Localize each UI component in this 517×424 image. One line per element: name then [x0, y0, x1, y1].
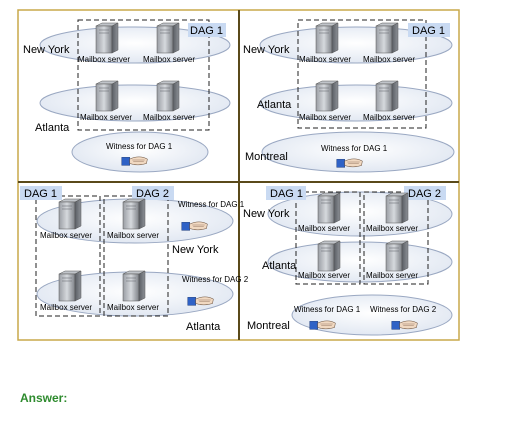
witness-label: Witness for DAG 2 [370, 305, 437, 314]
site-label: Atlanta [262, 260, 297, 272]
server-label: Mailbox server [298, 224, 350, 233]
mailbox-server-icon [315, 80, 339, 112]
server-label: Mailbox server [366, 271, 418, 280]
site-label: New York [243, 208, 290, 220]
witness-icon [187, 296, 214, 306]
dag-label-bg [404, 186, 446, 200]
server-label: Mailbox server [299, 113, 351, 122]
server-label: Mailbox server [40, 231, 92, 240]
server-label: Mailbox server [143, 113, 195, 122]
dag-label: DAG 2 [408, 188, 441, 200]
site-label: Atlanta [257, 99, 292, 111]
site-label: Atlanta [186, 321, 221, 333]
answer-label: Answer: [20, 391, 68, 405]
site-ellipse [259, 26, 453, 64]
server-label: Mailbox server [363, 55, 415, 64]
witness-icon [121, 156, 148, 166]
mailbox-server-icon [156, 80, 180, 112]
server-label: Mailbox server [363, 113, 415, 122]
dag-label: DAG 1 [190, 25, 223, 37]
witness-icon [181, 221, 208, 231]
dag-boundary [35, 195, 101, 317]
mailbox-server-icon [58, 198, 82, 230]
mailbox-server-icon [156, 22, 180, 54]
server-label: Mailbox server [366, 224, 418, 233]
mailbox-server-icon [122, 198, 146, 230]
server-label: Mailbox server [107, 231, 159, 240]
site-ellipse [259, 84, 453, 122]
site-label: New York [23, 44, 70, 56]
site-label: New York [243, 44, 290, 56]
dag-boundary [295, 191, 361, 285]
site-label: Atlanta [35, 122, 70, 134]
site-ellipse [39, 84, 231, 122]
mailbox-server-icon [315, 22, 339, 54]
dag-boundary [363, 191, 429, 285]
dag-label-bg [266, 186, 306, 200]
dag-label: DAG 1 [24, 188, 57, 200]
mailbox-server-icon [385, 192, 409, 224]
server-label: Mailbox server [143, 55, 195, 64]
site-label: Montreal [247, 320, 290, 332]
witness-ellipse [71, 131, 209, 173]
site-label: New York [172, 244, 219, 256]
mailbox-server-icon [58, 270, 82, 302]
witness-label: Witness for DAG 1 [178, 200, 245, 209]
server-label: Mailbox server [298, 271, 350, 280]
dag-label-bg [132, 186, 174, 200]
mailbox-server-icon [375, 22, 399, 54]
dag-label-bg [408, 23, 450, 37]
panel-4: DAG 1 DAG 2 Mailbox server Mailbox serve… [243, 186, 453, 336]
mailbox-server-icon [385, 240, 409, 272]
mailbox-server-icon [375, 80, 399, 112]
mailbox-server-icon [95, 22, 119, 54]
server-label: Mailbox server [80, 113, 132, 122]
mailbox-server-icon [317, 240, 341, 272]
mailbox-server-icon [122, 270, 146, 302]
witness-label: Witness for DAG 1 [106, 142, 173, 151]
mailbox-server-icon [95, 80, 119, 112]
site-label: Montreal [245, 151, 288, 163]
mailbox-server-icon [317, 192, 341, 224]
panel-1: DAG 1 Mailbox server Mailbox server Mail… [23, 19, 231, 173]
witness-label: Witness for DAG 2 [182, 275, 249, 284]
dag-label-bg [188, 23, 226, 37]
server-label: Mailbox server [299, 55, 351, 64]
server-label: Mailbox server [78, 55, 130, 64]
witness-ellipse [261, 131, 455, 173]
dag-boundary [77, 19, 210, 131]
dag-label: DAG 1 [270, 188, 303, 200]
panel-3: DAG 1 DAG 2 Mailbox server Mailbox serve… [20, 186, 249, 333]
server-label: Mailbox server [107, 303, 159, 312]
site-ellipse [39, 26, 231, 64]
panel-2: DAG 1 Mailbox server Mailbox server Mail… [243, 19, 455, 173]
dag-label: DAG 1 [412, 25, 445, 37]
dag-label: DAG 2 [136, 188, 169, 200]
witness-icon [336, 158, 363, 168]
dag-boundary [297, 19, 427, 129]
witness-label: Witness for DAG 1 [321, 144, 388, 153]
dag-label-bg [20, 186, 62, 200]
dag-diagram: DAG 1 Mailbox server Mailbox server Mail… [17, 9, 460, 341]
witness-label: Witness for DAG 1 [294, 305, 361, 314]
server-label: Mailbox server [40, 303, 92, 312]
witness-icon [391, 320, 418, 330]
witness-icon [309, 320, 336, 330]
